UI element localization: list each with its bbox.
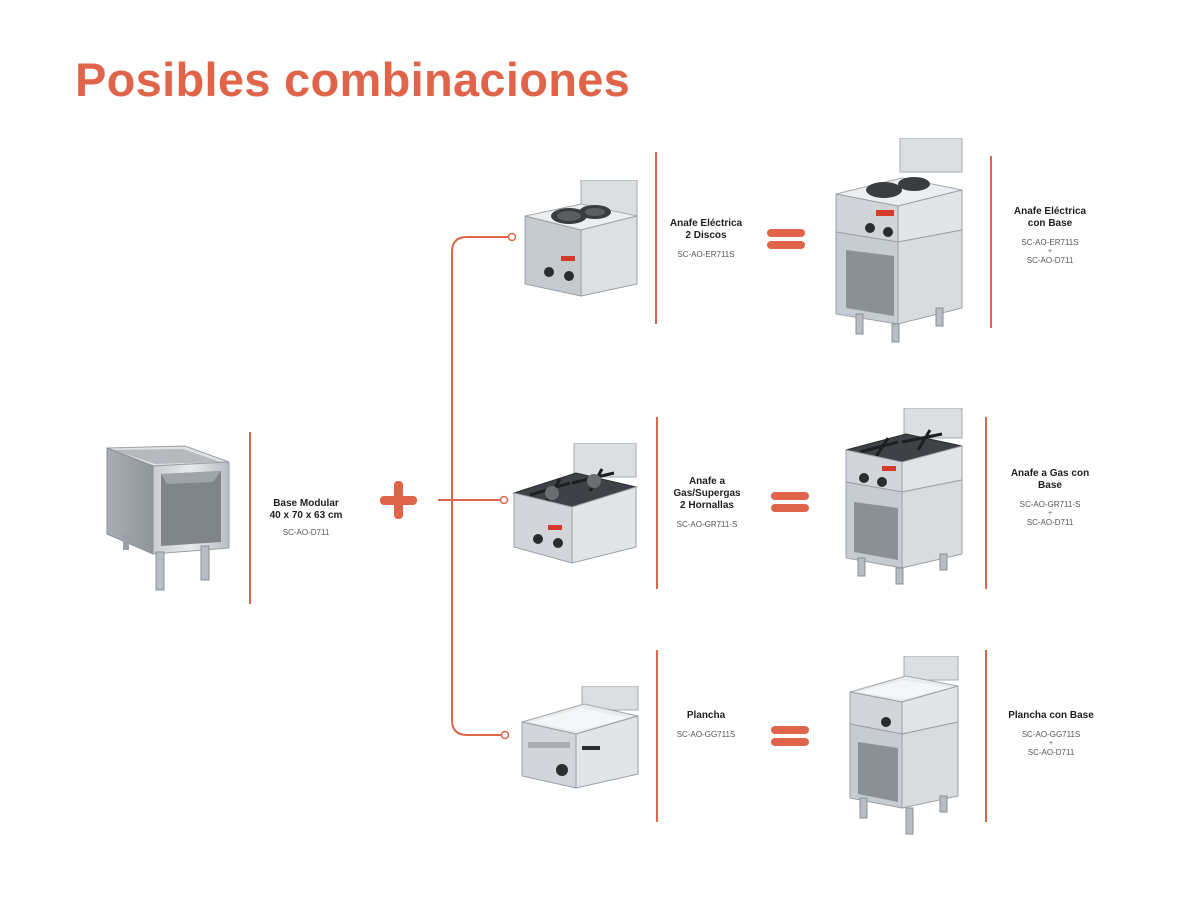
row1-result-code-bottom: SC-AO-D711 [1026,256,1074,265]
row3-item-divider [656,650,658,822]
row1-item-code: SC-AO-ER711S [677,250,735,259]
connector-node-bottom [500,730,510,740]
row3-item-code: SC-AO-GG711S [676,730,736,739]
row1-result-plus: + [1047,248,1053,255]
base-code: SC-AO-D711 [282,528,330,537]
base-label: Base Modular 40 x 70 x 63 cm SC-AO-D711 [258,498,354,538]
equals-icon [771,492,809,512]
griddle-with-base-image [846,655,962,845]
page-title: Posibles combinaciones [75,53,631,106]
row2-result-label: Anafe a Gas con Base SC-AO-GR711-S + SC-… [994,468,1106,528]
row1-item-divider [655,152,657,324]
equals-icon [771,726,809,746]
connector-node-top [507,232,517,242]
row2-result-code-bottom: SC-AO-D711 [1026,518,1074,527]
row2-item-name: Anafe a Gas/Supergas 2 Hornallas [673,476,741,511]
gas-hob-with-base-image [842,407,966,593]
row2-item-code: SC-AO-GR711-S [676,520,738,529]
row1-result-code-top: SC-AO-ER711S [1021,238,1079,247]
row1-result-divider [990,156,992,328]
row2-result-divider [985,417,987,589]
row2-result-code-top: SC-AO-GR711-S [1019,500,1081,509]
row3-item-name: Plancha [686,710,726,721]
row1-item-name: Anafe Eléctrica 2 Discos [669,218,743,241]
plus-icon [380,481,417,519]
modular-base-image [103,442,233,599]
gas-hob-image [510,442,640,570]
row2-item-divider [656,417,658,589]
row2-result-plus: + [1047,510,1053,517]
electric-hob-with-base-image [832,137,968,349]
base-divider [249,432,251,604]
row3-result-divider [985,650,987,822]
row1-result-label: Anafe Eléctrica con Base SC-AO-ER711S + … [1000,206,1100,266]
connector-branch-top [451,236,510,500]
row1-item-label: Anafe Eléctrica 2 Discos SC-AO-ER711S [664,218,748,260]
base-name: Base Modular 40 x 70 x 63 cm [269,498,343,521]
row3-item-label: Plancha SC-AO-GG711S [664,710,748,740]
row1-result-name: Anafe Eléctrica con Base [1013,206,1087,229]
row3-result-plus: + [1048,740,1054,747]
connector-branch-bottom [451,500,503,736]
row2-item-label: Anafe a Gas/Supergas 2 Hornallas SC-AO-G… [664,476,750,530]
row3-result-code-bottom: SC-AO-D711 [1027,748,1075,757]
row3-result-label: Plancha con Base SC-AO-GG711S + SC-AO-D7… [996,710,1106,758]
row2-result-name: Anafe a Gas con Base [1010,468,1090,491]
connector-node-middle [499,495,509,505]
griddle-image [518,685,642,795]
electric-hob-image [519,179,643,303]
row3-result-name: Plancha con Base [1008,710,1094,721]
equals-icon [767,229,805,249]
row3-result-code-top: SC-AO-GG711S [1021,730,1081,739]
